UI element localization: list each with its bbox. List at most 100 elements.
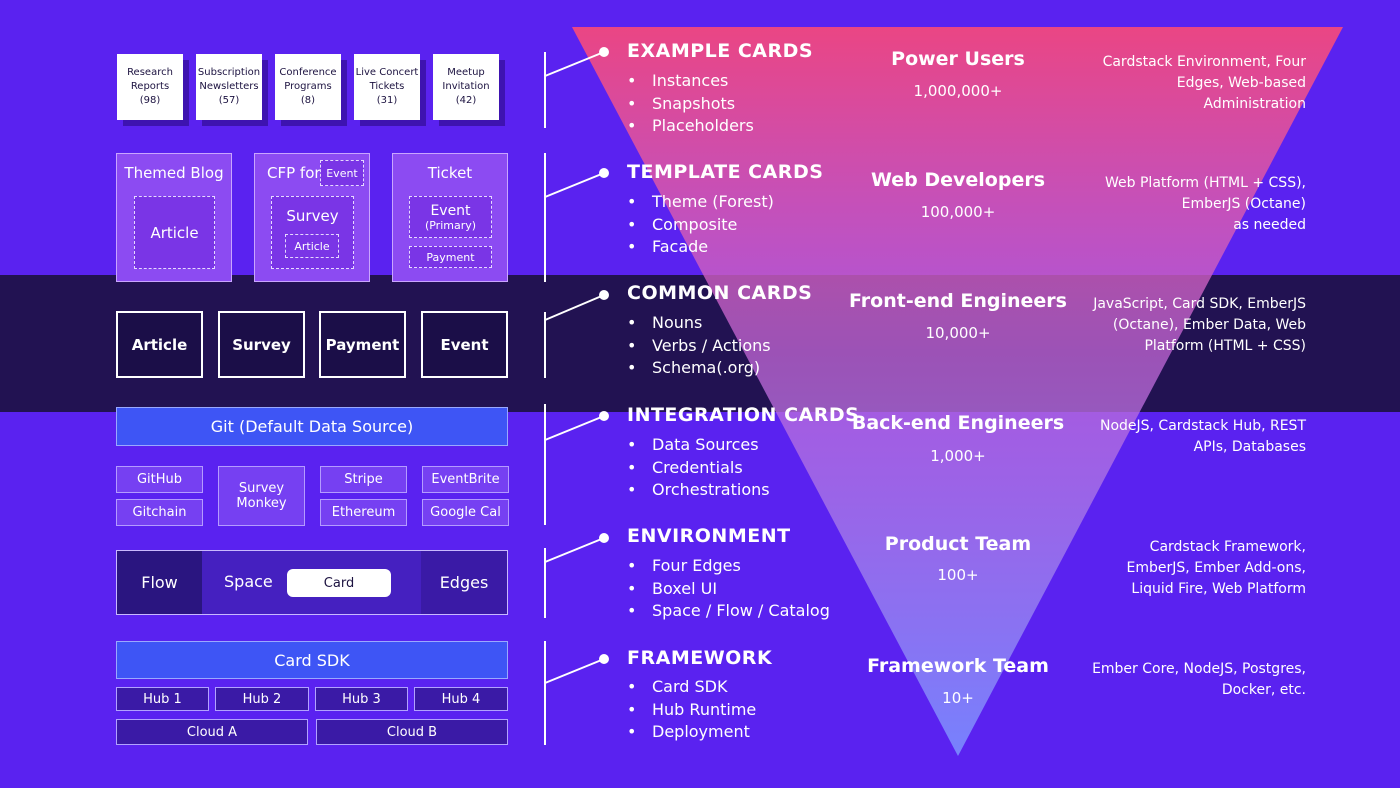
bullet-item: Instances bbox=[627, 70, 754, 93]
tech-line: Web Platform (HTML + CSS), bbox=[1105, 175, 1306, 191]
integration-google-cal: Google Cal bbox=[422, 499, 509, 526]
example-card-live-concert-tickets: Live Concert Tickets (31) bbox=[354, 54, 420, 120]
environment-edges: Edges bbox=[421, 551, 507, 614]
tech-line: Platform (HTML + CSS) bbox=[1144, 338, 1306, 354]
hub-4: Hub 4 bbox=[414, 687, 508, 711]
common-card-article: Article bbox=[116, 311, 203, 378]
bullet-item: Snapshots bbox=[627, 93, 754, 116]
audience-name: Product Team bbox=[884, 533, 1032, 555]
common-card-event: Event bbox=[421, 311, 508, 378]
integration-stripe: Stripe bbox=[320, 466, 407, 493]
bullet-item: Orchestrations bbox=[627, 479, 770, 502]
hub-3: Hub 3 bbox=[315, 687, 408, 711]
tech-line: Ember Core, NodeJS, Postgres, bbox=[1092, 661, 1306, 677]
section-title-example-cards: EXAMPLE CARDS bbox=[627, 40, 814, 62]
tech-line: JavaScript, Card SDK, EmberJS bbox=[1093, 296, 1306, 312]
tech-stack: Cardstack Framework, EmberJS, Ember Add-… bbox=[1066, 537, 1306, 600]
bullet-item: Boxel UI bbox=[627, 578, 830, 601]
bullet-item: Placeholders bbox=[627, 115, 754, 138]
integration-ethereum: Ethereum bbox=[320, 499, 407, 526]
tech-stack: Cardstack Environment, Four Edges, Web-b… bbox=[1066, 52, 1306, 115]
git-default-data-source: Git (Default Data Source) bbox=[116, 407, 508, 446]
integration-github: GitHub bbox=[116, 466, 203, 493]
audience-name: Front-end Engineers bbox=[849, 290, 1067, 312]
integration-gitchain: Gitchain bbox=[116, 499, 203, 526]
example-card-research-reports: Research Reports (98) bbox=[117, 54, 183, 120]
tech-line: Cardstack Framework, bbox=[1149, 539, 1306, 555]
section-bullets: Instances Snapshots Placeholders bbox=[627, 70, 754, 138]
section-bullets: Theme (Forest) Composite Facade bbox=[627, 191, 774, 259]
bullet-item: Facade bbox=[627, 236, 774, 259]
bullet-item: Data Sources bbox=[627, 434, 770, 457]
example-card-count: (31) bbox=[376, 95, 398, 106]
environment-layout: Flow Space Card Edges bbox=[116, 550, 508, 615]
template-card-ticket: Ticket Event (Primary) Payment bbox=[392, 153, 508, 282]
tech-line: EmberJS, Ember Add-ons, bbox=[1126, 560, 1306, 576]
tech-line: Cardstack Environment, Four bbox=[1102, 54, 1306, 70]
template-inner-survey-label: Survey bbox=[286, 207, 339, 225]
common-card-survey: Survey bbox=[218, 311, 305, 378]
template-card-title: Ticket bbox=[427, 164, 473, 182]
example-card-title: Research Reports bbox=[127, 67, 173, 92]
environment-flow: Flow bbox=[117, 551, 202, 614]
tech-stack: Ember Core, NodeJS, Postgres, Docker, et… bbox=[1066, 659, 1306, 701]
example-card-title: Subscription Newsletters bbox=[197, 67, 261, 92]
audience-count: 100+ bbox=[937, 566, 979, 584]
environment-card: Card bbox=[287, 569, 391, 597]
hub-2: Hub 2 bbox=[215, 687, 309, 711]
example-card-conference-programs: Conference Programs (8) bbox=[275, 54, 341, 120]
tech-stack: NodeJS, Cardstack Hub, REST APIs, Databa… bbox=[1066, 416, 1306, 458]
template-inner-survey: Survey bbox=[271, 196, 354, 269]
section-title-integration-cards: INTEGRATION CARDS bbox=[627, 404, 860, 426]
example-card-count: (42) bbox=[455, 95, 477, 106]
example-card-count: (57) bbox=[218, 95, 240, 106]
common-card-payment: Payment bbox=[319, 311, 406, 378]
example-card-meetup-invitation: Meetup Invitation (42) bbox=[433, 54, 499, 120]
audience-count: 100,000+ bbox=[920, 203, 996, 221]
integration-eventbrite: EventBrite bbox=[422, 466, 509, 493]
template-card-themed-blog: Themed Blog Article bbox=[116, 153, 232, 282]
tech-line: Docker, etc. bbox=[1221, 682, 1306, 698]
tech-line: Administration bbox=[1203, 96, 1306, 112]
audience-name: Power Users bbox=[891, 48, 1025, 70]
bullet-item: Composite bbox=[627, 214, 774, 237]
tech-line: EmberJS (Octane) bbox=[1181, 196, 1306, 212]
bullet-item: Verbs / Actions bbox=[627, 335, 771, 358]
audience-name: Web Developers bbox=[870, 169, 1046, 191]
section-title-framework: FRAMEWORK bbox=[627, 647, 773, 669]
example-card-count: (98) bbox=[139, 95, 161, 106]
template-tag-event: Event bbox=[320, 160, 364, 186]
template-inner-article: Article bbox=[285, 234, 339, 258]
hub-1: Hub 1 bbox=[116, 687, 209, 711]
tech-line: Edges, Web-based bbox=[1176, 75, 1306, 91]
section-bullets: Data Sources Credentials Orchestrations bbox=[627, 434, 770, 502]
example-card-count: (8) bbox=[300, 95, 316, 106]
tech-stack: Web Platform (HTML + CSS), EmberJS (Octa… bbox=[1066, 173, 1306, 236]
bullet-item: Deployment bbox=[627, 721, 756, 744]
audience-count: 1,000,000+ bbox=[913, 82, 1003, 100]
template-card-cfp: CFP for Event Survey Article bbox=[254, 153, 370, 282]
example-card-title: Live Concert Tickets bbox=[355, 67, 419, 92]
bullet-item: Hub Runtime bbox=[627, 699, 756, 722]
bullet-item: Nouns bbox=[627, 312, 771, 335]
audience-count: 1,000+ bbox=[930, 447, 986, 465]
section-title-environment: ENVIRONMENT bbox=[627, 525, 791, 547]
bullet-item: Space / Flow / Catalog bbox=[627, 600, 830, 623]
bullet-item: Schema(.org) bbox=[627, 357, 771, 380]
cloud-b: Cloud B bbox=[316, 719, 508, 745]
integration-survey-monkey: Survey Monkey bbox=[218, 466, 305, 526]
audience-count: 10,000+ bbox=[925, 324, 991, 342]
cloud-a: Cloud A bbox=[116, 719, 308, 745]
bullet-item: Credentials bbox=[627, 457, 770, 480]
example-card-subscription-newsletters: Subscription Newsletters (57) bbox=[196, 54, 262, 120]
environment-space: Space Card bbox=[202, 551, 421, 614]
tech-line: as needed bbox=[1233, 217, 1306, 233]
environment-space-label: Space bbox=[224, 572, 273, 591]
template-inner-event-label: Event bbox=[430, 202, 471, 219]
template-inner-article: Article bbox=[134, 196, 215, 269]
section-bullets: Four Edges Boxel UI Space / Flow / Catal… bbox=[627, 555, 830, 623]
template-inner-event: Event (Primary) bbox=[409, 196, 492, 238]
example-card-title: Conference Programs bbox=[279, 67, 337, 92]
bullet-item: Card SDK bbox=[627, 676, 756, 699]
